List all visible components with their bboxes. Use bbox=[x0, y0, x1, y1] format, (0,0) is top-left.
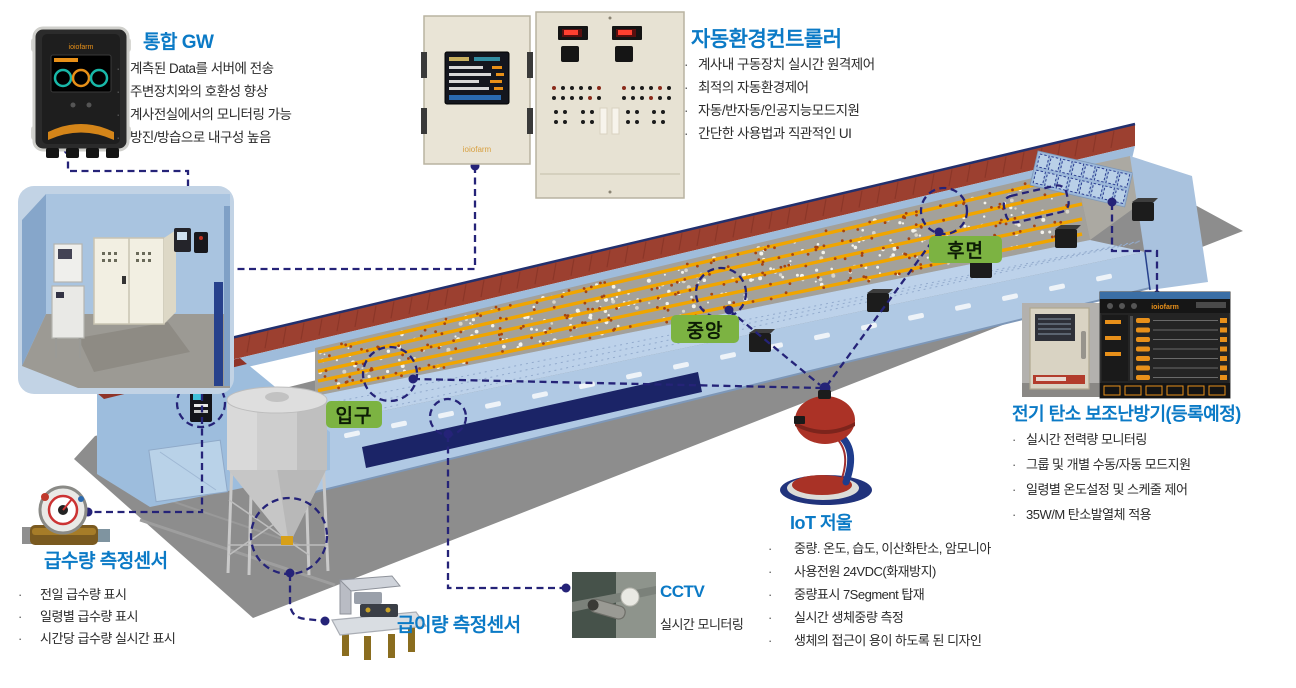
sensor-circle-rear bbox=[919, 186, 969, 236]
bullet-marker: · bbox=[116, 61, 121, 76]
link-rear-scale bbox=[827, 231, 940, 385]
heater-bullet: 그룹 및 개별 수동/자동 모드지원 bbox=[1026, 457, 1191, 472]
end-wall bbox=[1130, 156, 1208, 290]
gateway-section: 통합 GW bbox=[143, 27, 214, 54]
water-sensor-section: 급수량 측정센서 bbox=[44, 546, 168, 573]
position-label-entrance: 입구 bbox=[326, 401, 382, 428]
water-sensor-bullet: 시간당 급수량 실시간 표시 bbox=[40, 631, 176, 646]
poultry-house bbox=[97, 122, 1208, 507]
controller-bullet: 계사내 구동장치 실시간 원격제어 bbox=[698, 57, 875, 72]
bullet-marker: · bbox=[18, 631, 22, 646]
link-silo-feedsensor bbox=[288, 574, 325, 623]
water-sensor-bullet: 일령별 급수량 표시 bbox=[40, 609, 138, 624]
iot-scale-bullets: · 중량. 온도, 습도, 이산화탄소, 암모니아 · 사용전원 24VDC(화재방… bbox=[768, 537, 991, 652]
bullet-marker: · bbox=[1012, 432, 1016, 447]
bullet-marker: · bbox=[768, 541, 772, 556]
sensor-circle-gable bbox=[175, 377, 227, 429]
controller-bullet: 간단한 사용법과 직관적인 UI bbox=[698, 126, 852, 141]
software-logo: ioiofarm bbox=[1151, 304, 1179, 311]
sensor-circle-entrance bbox=[361, 345, 419, 403]
controller-title: 자동환경컨트롤러 bbox=[691, 28, 842, 51]
bullet-marker: · bbox=[18, 609, 22, 624]
bullet-marker: · bbox=[116, 130, 121, 145]
bullet-marker: · bbox=[684, 103, 689, 118]
bullet-marker: · bbox=[1012, 482, 1016, 497]
controller-bullet: 자동/반자동/인공지능모드지원 bbox=[698, 103, 860, 118]
link-wall-cctv bbox=[446, 435, 564, 590]
bullet-marker: · bbox=[768, 610, 772, 625]
gateway-bullet: 계사전실에서의 모니터링 가능 bbox=[130, 107, 292, 122]
heater-bullets: · 실시간 전력량 모니터링 · 그룹 및 개별 수동/자동 모드지원 · 일령별 온… bbox=[1012, 427, 1191, 527]
bullet-marker: · bbox=[768, 633, 772, 648]
cctv-image bbox=[572, 572, 656, 638]
iot-scale-title: IoT 저울 bbox=[790, 513, 853, 533]
cctv-caption: 실시간 모니터링 bbox=[660, 617, 744, 632]
bullet-marker: · bbox=[684, 80, 689, 95]
feed-sensor-section: 급이량 측정센서 bbox=[397, 610, 521, 637]
bullet-marker: · bbox=[1012, 507, 1016, 522]
vent-strip bbox=[362, 372, 702, 468]
bullet-marker: · bbox=[684, 126, 689, 141]
link-rear-heater bbox=[1110, 203, 1159, 293]
gateway-bullet: 주변장치와의 호환성 향상 bbox=[130, 84, 268, 99]
gateway-title: 통합 GW bbox=[143, 32, 214, 53]
gateway-bullet: 방진/방습으로 내구성 높음 bbox=[130, 130, 271, 145]
exhaust-fan-bank bbox=[1029, 150, 1133, 208]
iot-scale-section: IoT 저울 bbox=[790, 509, 853, 535]
cctv-title: CCTV bbox=[660, 582, 705, 601]
controller-bullet: 최적의 자동환경제어 bbox=[698, 80, 809, 95]
gateway-bullets: · 계측된 Data를 서버에 전송 · 주변장치와의 호환성 향상 · 계사전실에서… bbox=[116, 57, 292, 149]
position-label-rear: 후면 bbox=[929, 236, 1002, 263]
gateway-logo: ioiofarm bbox=[69, 44, 94, 51]
bullet-marker: · bbox=[768, 564, 772, 579]
water-sensor-bullets: · 전일 급수량 표시 · 일령별 급수량 표시 · 시간당 급수량 실시간 표시 bbox=[18, 584, 176, 650]
controller-bullets: · 계사내 구동장치 실시간 원격제어 · 최적의 자동환경제어 · 자동/반자동/인… bbox=[684, 53, 875, 145]
water-sensor-bullet: 전일 급수량 표시 bbox=[40, 587, 127, 602]
gateway-device-image: ioiofarm bbox=[31, 26, 131, 158]
panel-logo: ioiofarm bbox=[463, 145, 492, 154]
controller-section: 자동환경컨트롤러 bbox=[691, 23, 842, 53]
anteroom-image bbox=[18, 186, 234, 394]
iot-scale-bullet: 중량표시 7Segment 탑재 bbox=[794, 587, 925, 602]
link-panel-room bbox=[156, 166, 477, 271]
link-gateway-room bbox=[66, 150, 190, 232]
heater-software-image: ioiofarm bbox=[1099, 291, 1231, 399]
bullet-marker: · bbox=[684, 57, 689, 72]
link-center-scale bbox=[728, 309, 821, 386]
bullet-marker: · bbox=[768, 587, 772, 602]
heater-title: 전기 탄소 보조난방기(등록예정) bbox=[1012, 404, 1241, 424]
iot-scale-bullet: 실시간 생체중량 측정 bbox=[794, 610, 904, 625]
water-meter-image bbox=[22, 485, 110, 545]
bullet-marker: · bbox=[18, 587, 22, 602]
iot-scale-bullet: 생체의 접근이 용이 하도록 된 디자인 bbox=[794, 633, 982, 648]
heater-bullet: 35W/M 탄소발열체 적용 bbox=[1026, 507, 1152, 522]
iot-scale-bullet: 중량. 온도, 습도, 이산화탄소, 암모니아 bbox=[794, 541, 991, 556]
position-label-center: 중앙 bbox=[671, 315, 739, 343]
iot-scale-image bbox=[780, 390, 872, 505]
gateway-bullet: 계측된 Data를 서버에 전송 bbox=[130, 61, 274, 76]
controller-panel-small-image: ioiofarm bbox=[421, 15, 533, 165]
camera-body bbox=[587, 598, 626, 620]
controller-panel-large-image bbox=[535, 11, 685, 199]
heater-section: 전기 탄소 보조난방기(등록예정) bbox=[1012, 400, 1241, 426]
bullet-marker: · bbox=[116, 107, 121, 122]
heater-bullet: 일령별 온도설정 및 스케줄 제어 bbox=[1026, 482, 1188, 497]
bullet-marker: · bbox=[116, 84, 121, 99]
cctv-section: CCTV 실시간 모니터링 bbox=[660, 582, 744, 633]
feed-sensor-title: 급이량 측정센서 bbox=[397, 615, 521, 636]
far-wall bbox=[100, 146, 1135, 401]
load-cell-image bbox=[331, 575, 428, 660]
heater-cabinet-image bbox=[1022, 303, 1100, 397]
feed-silo bbox=[226, 386, 330, 576]
heater-bullet: 실시간 전력량 모니터링 bbox=[1026, 432, 1147, 447]
bullet-marker: · bbox=[1012, 457, 1016, 472]
iot-scale-bullet: 사용전원 24VDC(화재방지) bbox=[794, 564, 936, 579]
water-sensor-title: 급수량 측정센서 bbox=[44, 551, 168, 572]
